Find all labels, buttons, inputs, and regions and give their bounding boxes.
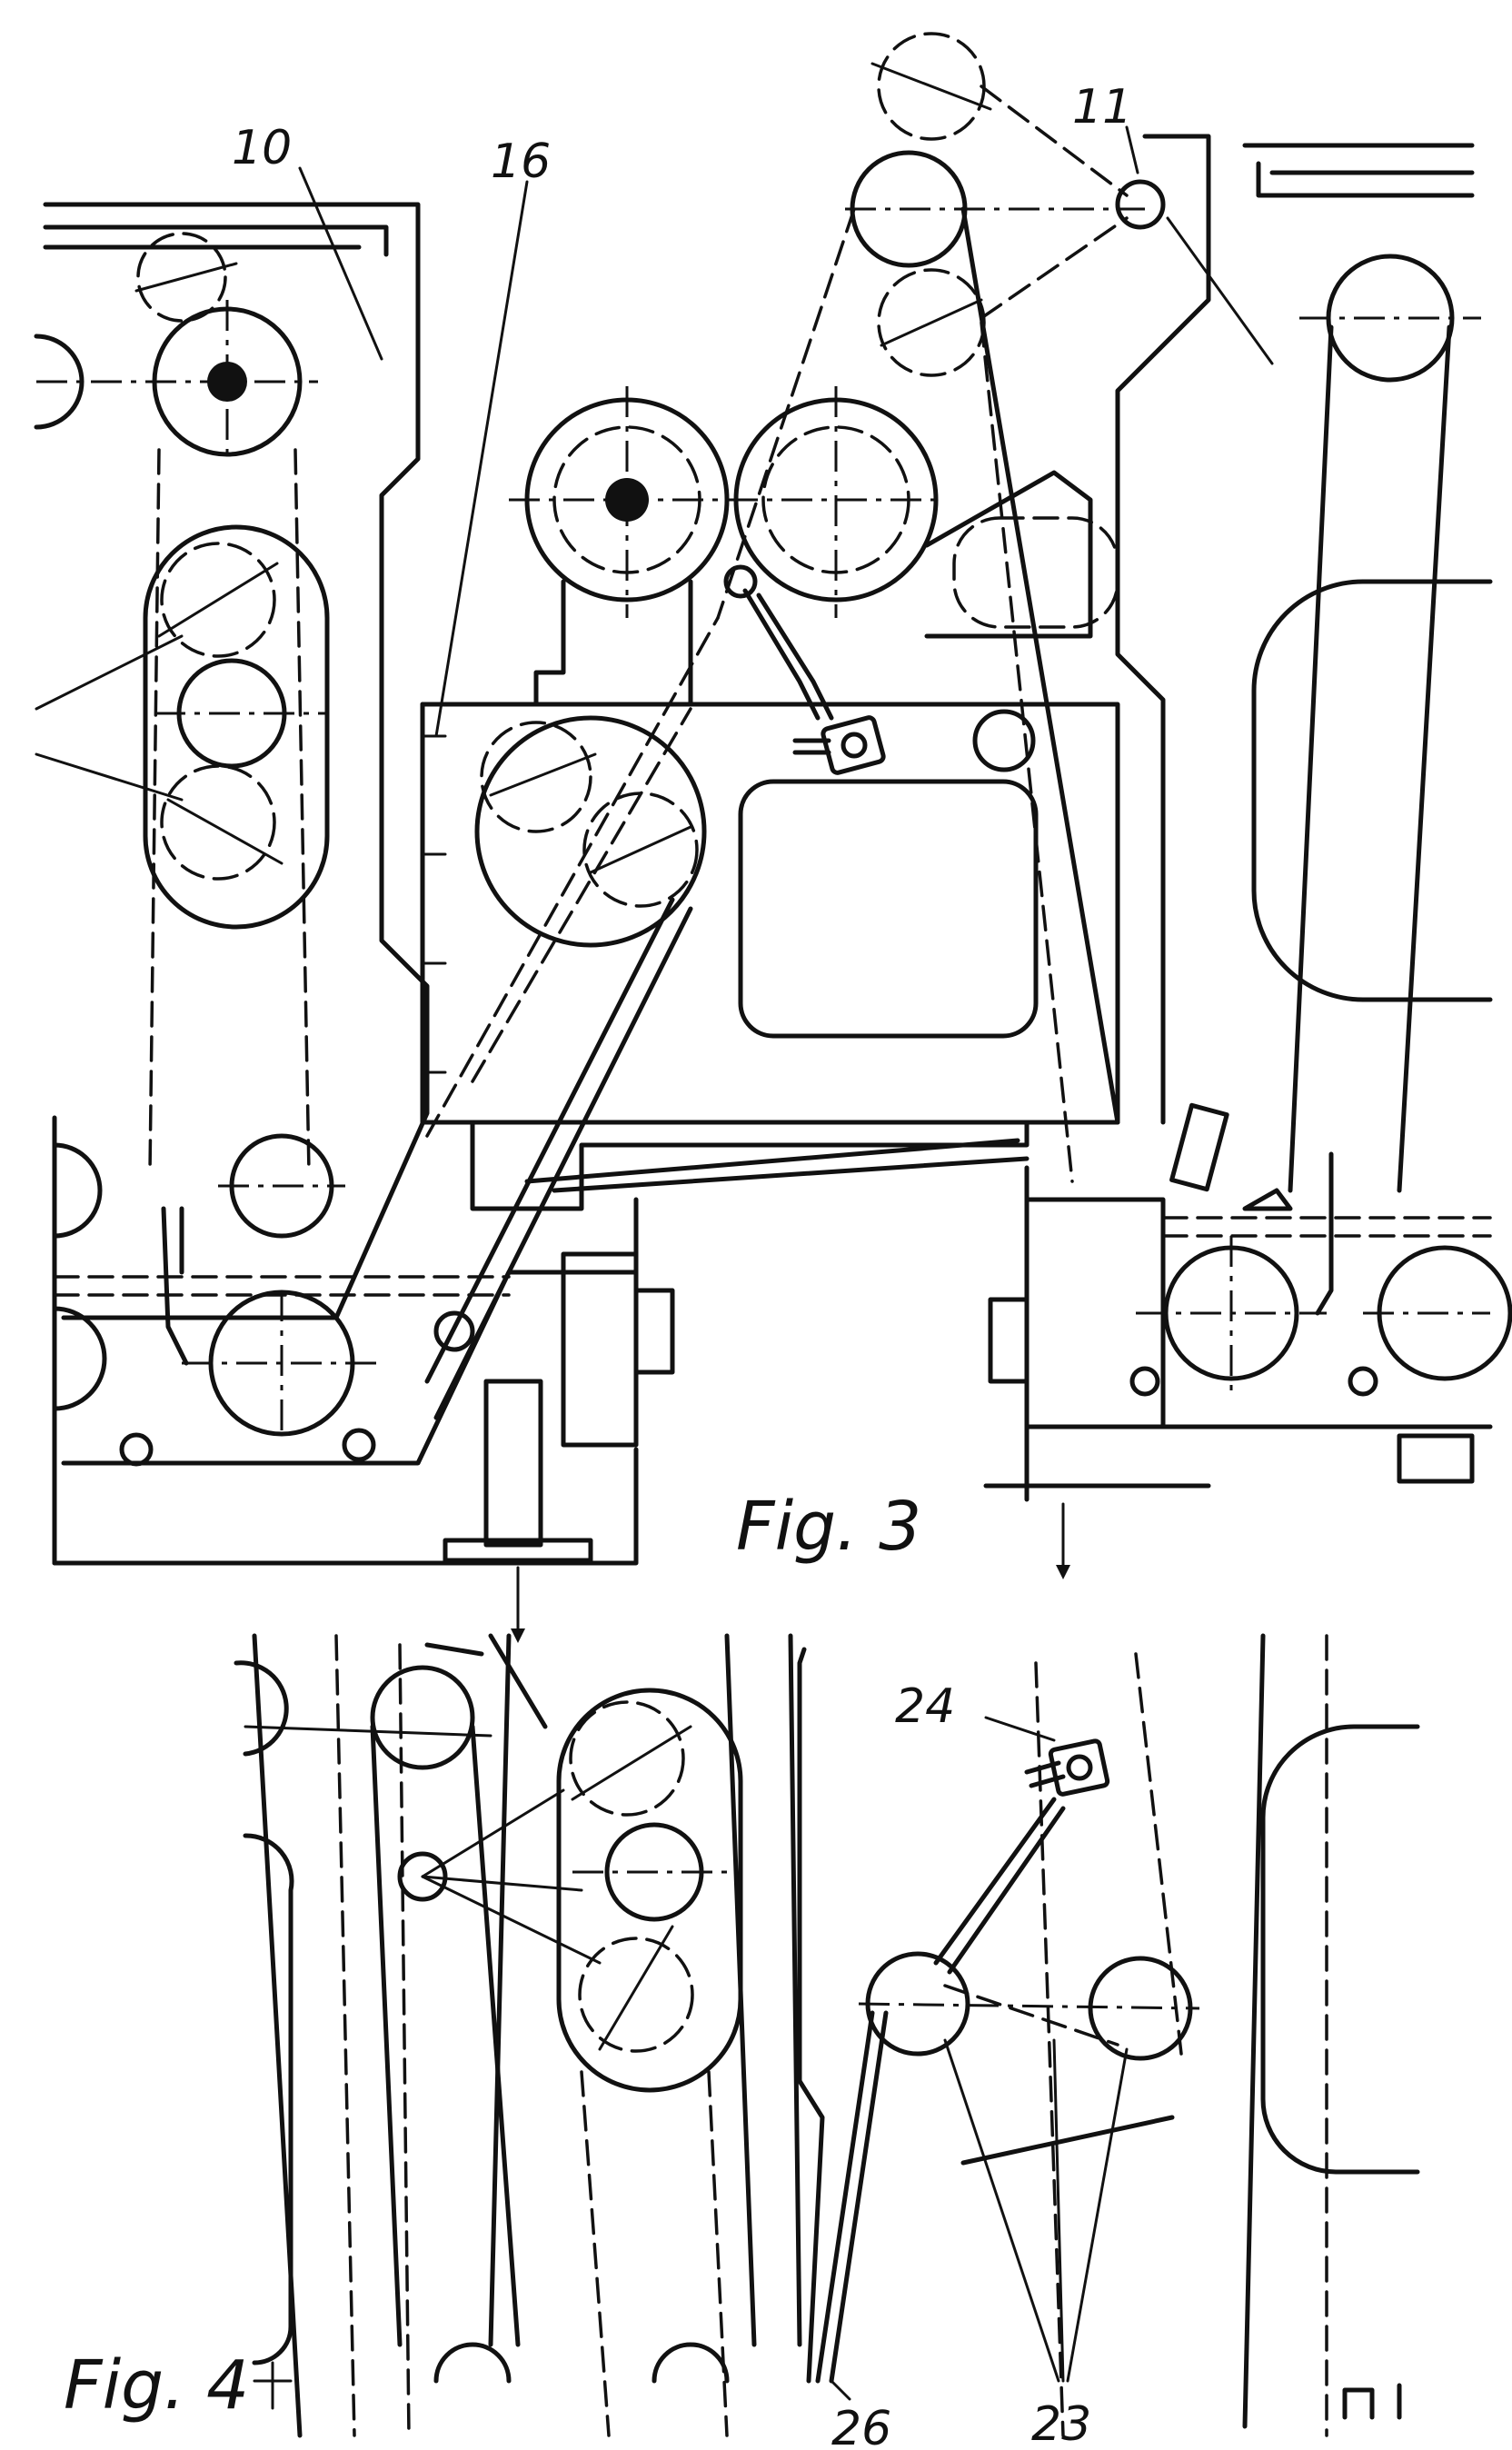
fig4-caption: Fig. 4 <box>64 2346 249 2425</box>
ref-16: 16 <box>491 134 551 189</box>
ref-24: 24 <box>895 1679 955 1734</box>
fig4-right-group <box>859 1636 1418 2435</box>
figure-3: 10 16 11 Fig. 3 <box>36 34 1510 1643</box>
ref-26: 26 <box>831 2402 891 2450</box>
fig3-caption: Fig. 3 <box>736 1488 921 1566</box>
figure-4: 24 26 23 Fig. 4 <box>64 1636 1418 2450</box>
left-rollers <box>36 234 382 1464</box>
ref-10: 10 <box>232 121 292 175</box>
press-rollers <box>509 386 1118 718</box>
leader-lines-fig3 <box>300 127 1138 736</box>
guide-rollers-top <box>718 34 1272 1181</box>
sensor-fig3 <box>795 716 884 773</box>
ref-23: 23 <box>1031 2397 1091 2450</box>
leader-lines-fig4 <box>831 1718 1127 2399</box>
fig4-belt-26 <box>800 1649 886 2381</box>
fig4-left-group <box>236 1636 800 2435</box>
left-frame <box>45 204 636 1563</box>
ref-11: 11 <box>1072 80 1132 134</box>
